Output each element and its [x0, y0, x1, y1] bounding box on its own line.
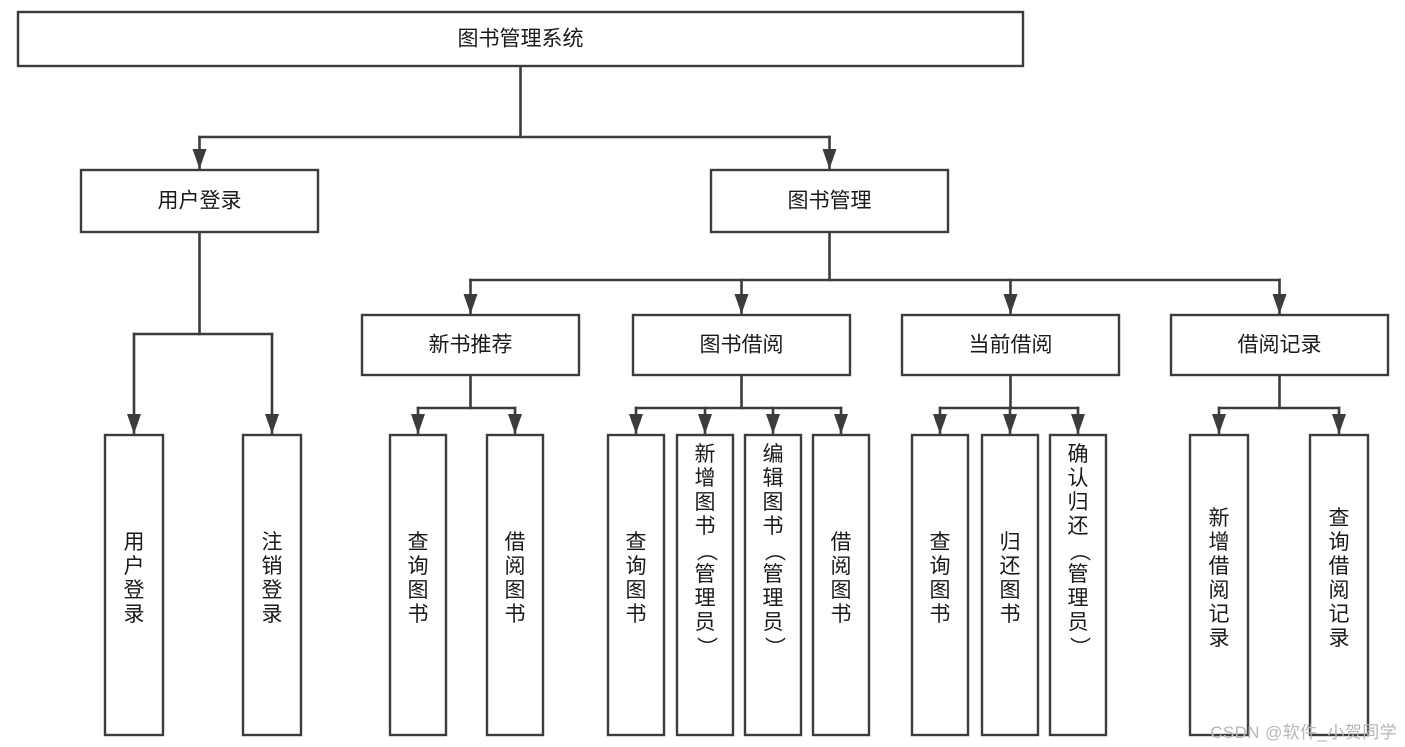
leaf-box-借阅图书[interactable]	[485, 433, 545, 737]
arrow-level3-0-to-leaf-0	[411, 414, 425, 434]
level3-0-label: 新书推荐	[429, 334, 513, 357]
arrow-level3-3-to-leaf-0	[1212, 414, 1226, 434]
leaf-box-编辑图书管理员[interactable]	[743, 433, 803, 737]
level2-0-label: 用户登录	[158, 190, 242, 213]
arrow-root-to-level2-1	[822, 149, 837, 169]
root-label: 图书管理系统	[458, 28, 584, 51]
level3-box-图书借阅[interactable]	[631, 313, 852, 377]
leaf-box-新增借阅记录[interactable]	[1188, 433, 1250, 737]
leaf-box-注销登录[interactable]	[241, 433, 303, 737]
arrow-mgmt-to-level3-2	[1003, 294, 1018, 314]
arrow-level3-1-to-leaf-2	[766, 414, 780, 434]
level3-2-label: 当前借阅	[969, 334, 1053, 357]
arrow-mgmt-to-level3-3	[1272, 294, 1287, 314]
leaf-box-查询借阅记录[interactable]	[1308, 433, 1370, 737]
arrow-level3-1-to-leaf-0	[629, 414, 643, 434]
leaf-box-查询图书[interactable]	[606, 433, 666, 737]
arrow-login-to-leaf-0	[127, 414, 141, 434]
leaf-box-确认归还管理员[interactable]	[1048, 433, 1108, 737]
arrow-mgmt-to-level3-0	[463, 294, 478, 314]
level3-box-当前借阅[interactable]	[900, 313, 1121, 377]
level3-1-label: 图书借阅	[700, 334, 784, 357]
arrow-root-to-level2-0	[192, 149, 207, 169]
level2-1-label: 图书管理	[788, 190, 872, 213]
leaf-box-归还图书[interactable]	[980, 433, 1040, 737]
connector-lines	[127, 64, 1346, 435]
node-boxes	[16, 10, 1390, 737]
level3-box-新书推荐[interactable]	[360, 313, 581, 377]
leaf-box-新增图书管理员[interactable]	[675, 433, 735, 737]
level3-box-借阅记录[interactable]	[1169, 313, 1390, 377]
arrow-level3-3-to-leaf-1	[1332, 414, 1346, 434]
arrow-level3-2-to-leaf-0	[933, 414, 947, 434]
leaf-box-查询图书[interactable]	[910, 433, 970, 737]
leaf-box-借阅图书[interactable]	[811, 433, 871, 737]
level2-box-用户登录[interactable]	[79, 168, 320, 234]
arrow-mgmt-to-level3-1	[734, 294, 749, 314]
leaf-box-用户登录[interactable]	[103, 433, 165, 737]
arrow-level3-0-to-leaf-1	[508, 414, 522, 434]
arrow-level3-1-to-leaf-3	[834, 414, 848, 434]
arrow-login-to-leaf-1	[265, 414, 279, 434]
arrow-level3-2-to-leaf-2	[1071, 414, 1085, 434]
arrow-level3-1-to-leaf-1	[698, 414, 712, 434]
csdn-watermark: CSDN @软件_小贺同学	[1210, 723, 1397, 742]
level2-box-图书管理[interactable]	[709, 168, 950, 234]
root-box-图书管理系统[interactable]	[16, 10, 1025, 68]
leaf-box-查询图书[interactable]	[388, 433, 448, 737]
arrow-level3-2-to-leaf-1	[1003, 414, 1017, 434]
level3-3-label: 借阅记录	[1238, 334, 1322, 357]
